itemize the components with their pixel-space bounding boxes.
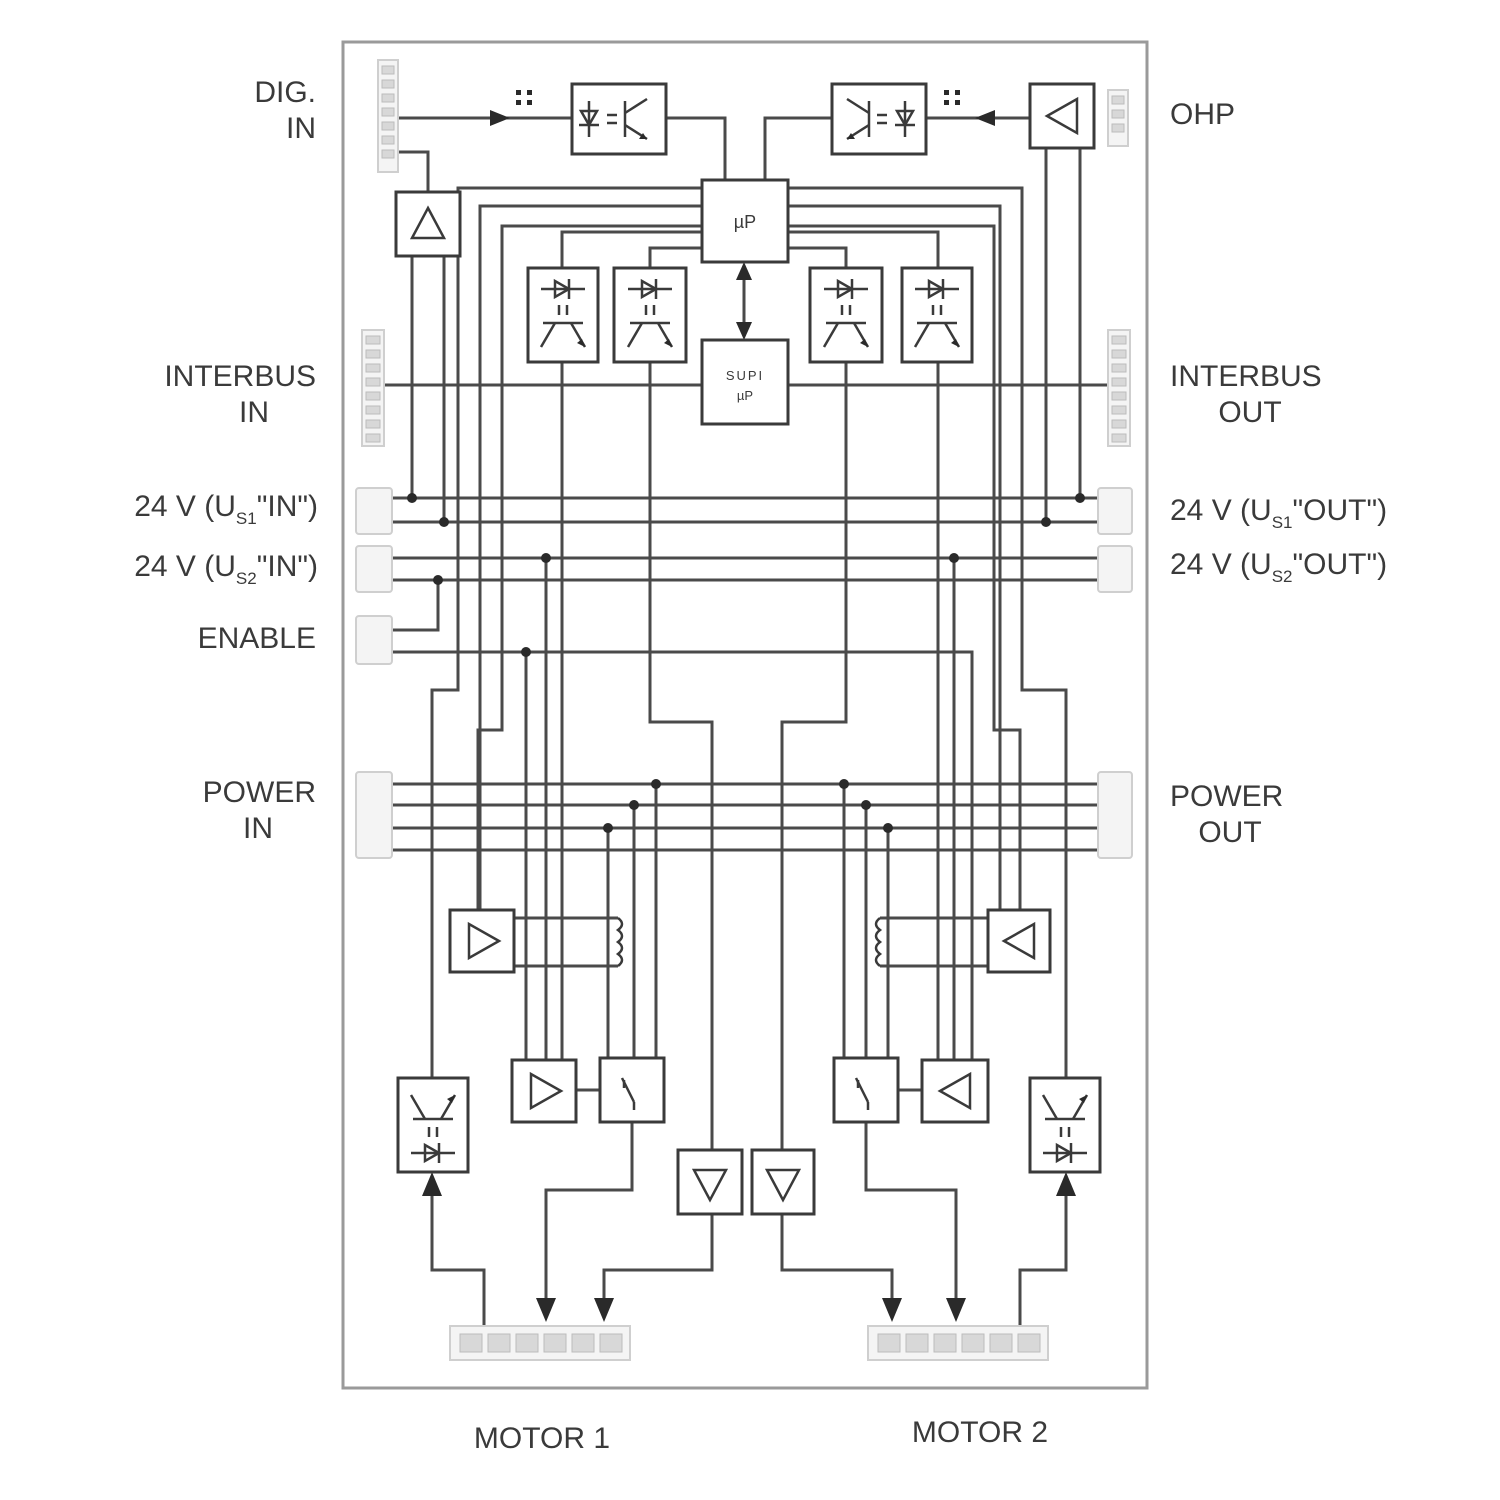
us2-in-connector [355, 545, 393, 593]
motor1-brake-coil [615, 917, 624, 967]
labels-right: OHP INTERBUS OUT 24 V (US1"OUT") 24 V (U… [1170, 98, 1387, 849]
wiring [384, 110, 1110, 1328]
interbus-out-connector [1107, 329, 1131, 447]
optocoupler-4 [900, 266, 974, 364]
motor2-amplifier [920, 1058, 990, 1124]
isolation-mark-left [516, 90, 532, 105]
interbus-in-label-2: IN [239, 396, 269, 429]
us1-in-connector [355, 487, 393, 535]
supi-microprocessor: SUPI µP [700, 338, 790, 426]
ohp-connector [1107, 89, 1129, 147]
power-out-connector [1097, 771, 1133, 859]
supi-cpu-label: µP [737, 388, 753, 403]
motor1-switch [598, 1056, 666, 1124]
dig-in-optocoupler [570, 82, 668, 156]
dig-in-label-1: DIG. [254, 76, 316, 109]
interbus-out-label-1: INTERBUS [1170, 360, 1322, 393]
arrows [422, 1172, 1076, 1322]
isolation-mark-right [944, 90, 960, 105]
motor2-brake-amplifier [874, 908, 1052, 974]
ohp-amplifier [1028, 82, 1096, 150]
supi-label: SUPI [726, 368, 764, 383]
optocoupler-2 [612, 266, 688, 364]
ohp-label: OHP [1170, 98, 1235, 131]
power-out-label-1: POWER [1170, 780, 1283, 813]
enable-label: ENABLE [198, 622, 316, 655]
main-cpu-label: µP [734, 212, 756, 232]
dig-in-connector [377, 59, 399, 173]
us1-in-label: 24 V (US1"IN") [134, 490, 318, 528]
dig-in-amplifier [394, 190, 462, 258]
motor2-label: MOTOR 2 [912, 1416, 1048, 1449]
junctions [407, 493, 1085, 833]
module-outline [341, 40, 1149, 1390]
motor1-output-driver [676, 1148, 744, 1216]
us2-in-label: 24 V (US2"IN") [134, 550, 318, 588]
power-in-connector [355, 771, 393, 859]
interbus-in-connector [361, 329, 385, 447]
motor2-feedback-optocoupler [1028, 1076, 1102, 1174]
motor2-connector [867, 1325, 1049, 1361]
us1-out-label: 24 V (US1"OUT") [1170, 494, 1387, 532]
enable-connector [355, 615, 393, 665]
motor1-connector [449, 1325, 631, 1361]
motor2-output-driver [750, 1148, 816, 1216]
interbus-out-label-2: OUT [1218, 396, 1281, 429]
optocoupler-3 [808, 266, 884, 364]
power-out-label-2: OUT [1198, 816, 1261, 849]
us1-out-connector [1097, 487, 1133, 535]
labels-bottom: MOTOR 1 MOTOR 2 [474, 1416, 1048, 1455]
motor1-brake-amplifier [448, 908, 624, 974]
us2-out-label: 24 V (US2"OUT") [1170, 548, 1387, 586]
motor2-switch [832, 1056, 900, 1124]
interbus-in-label-1: INTERBUS [164, 360, 316, 393]
optocoupler-1 [526, 266, 600, 364]
labels-left: DIG. IN INTERBUS IN 24 V (US1"IN") 24 V … [134, 76, 318, 845]
power-in-label-1: POWER [203, 776, 316, 809]
main-microprocessor: µP [700, 178, 790, 264]
motor2-brake-coil [874, 917, 883, 967]
motor1-label: MOTOR 1 [474, 1422, 610, 1455]
us2-out-connector [1097, 545, 1133, 593]
power-in-label-2: IN [243, 812, 273, 845]
ohp-optocoupler [830, 82, 928, 156]
motor1-amplifier [510, 1058, 578, 1124]
dig-in-label-2: IN [286, 112, 316, 145]
motor1-feedback-optocoupler [396, 1076, 470, 1174]
